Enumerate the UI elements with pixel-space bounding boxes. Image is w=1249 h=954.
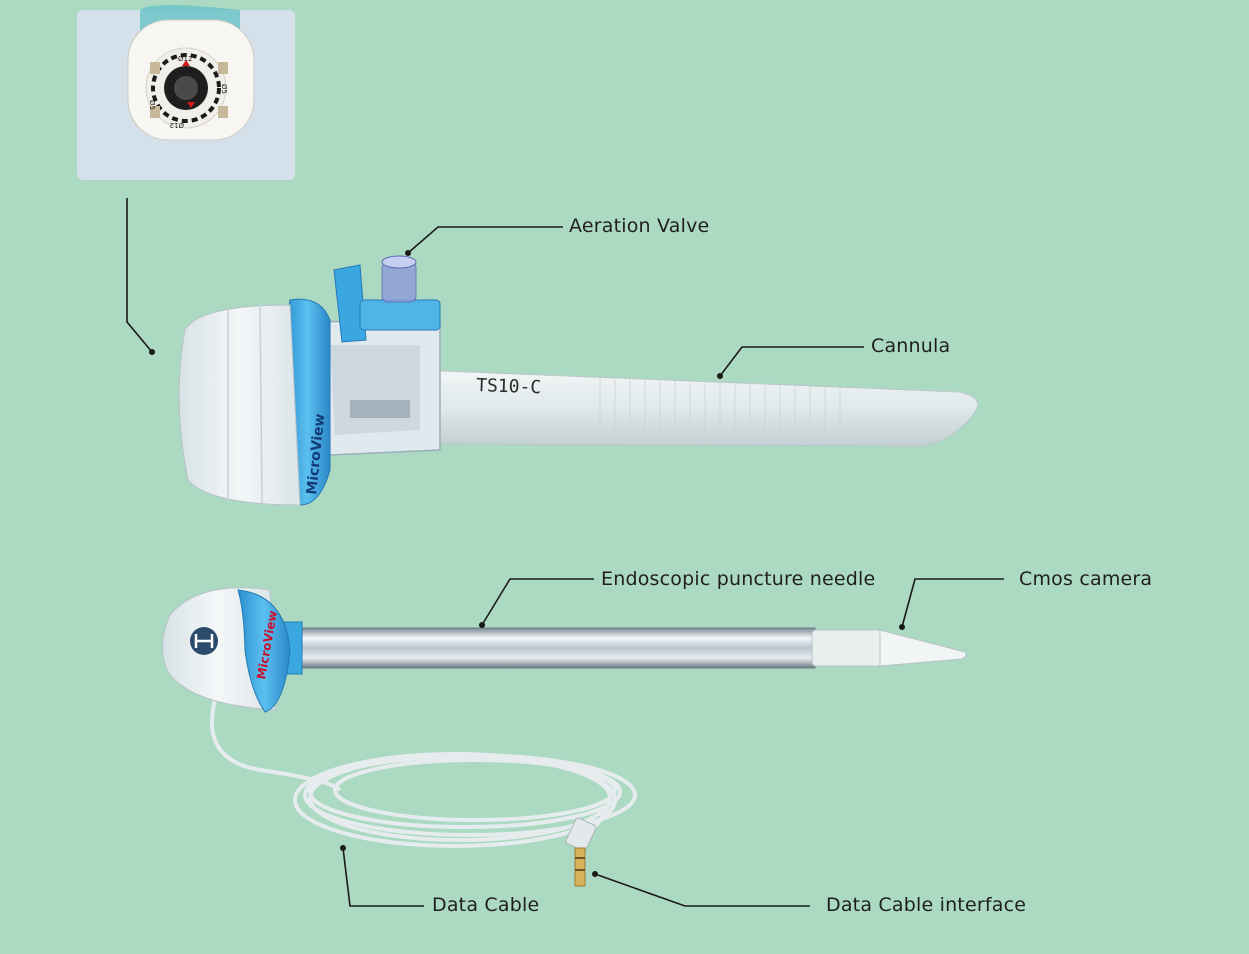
cmos-camera-label: Cmos camera [1019,568,1153,590]
cannula-model-text: TS10-C [476,375,542,398]
cannula-label: Cannula [871,335,951,357]
leader-dot-endoscopic-needle [479,622,485,628]
leader-line-aeration-valve [407,226,563,254]
leader-line-data-cable-interface [594,873,810,907]
leader-dot-cannula [717,373,723,379]
data-cable-interface-label: Data Cable interface [826,894,1027,916]
leader-line-cmos-camera [901,578,1004,628]
leader-line-inset [126,198,153,353]
inset-marking-left: Ø5 [148,100,156,110]
data-cable-coil [210,699,637,848]
data-cable-label: Data Cable [432,894,540,916]
leader-line-cannula [719,346,864,377]
leader-dot-inset [149,349,155,355]
leader-line-data-cable [342,847,424,907]
endoscopic-needle-label: Endoscopic puncture needle [601,568,876,590]
leader-dot-data-cable-interface [592,871,598,877]
leader-line-endoscopic-needle [481,578,594,626]
aeration-valve-label: Aeration Valve [569,215,710,237]
inset-marking-bottom: Ø12 [170,121,184,129]
leader-lines [126,198,1004,907]
leader-dots [149,250,905,877]
leader-dot-aeration-valve [405,250,411,256]
inset-marking-top: Ø12 [178,55,192,63]
trocar: TS10-C MicroView [178,255,979,506]
endoscopic-needle: MicroView [162,587,967,887]
leader-dot-data-cable [340,845,346,851]
inset-marking-right: Ø5 [220,84,228,94]
inset-closeup: Ø12 Ø5 Ø12 Ø5 [77,5,295,180]
leader-dot-cmos-camera [899,624,905,630]
